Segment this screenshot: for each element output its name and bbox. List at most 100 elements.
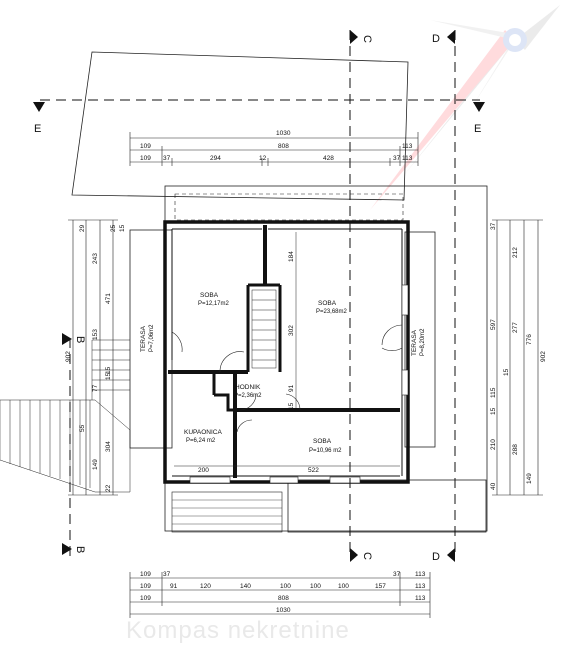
dim-top: 428 <box>323 155 334 162</box>
dim-left: 77 <box>92 384 99 392</box>
section-markers <box>33 30 485 562</box>
room-area: P=12,17m2 <box>198 301 230 307</box>
compass-rose-icon <box>370 5 560 210</box>
dim-right: 115 <box>490 387 497 398</box>
section-label-b-left-bottom: B <box>74 546 86 553</box>
staircase <box>251 289 277 369</box>
room-name: SOBA <box>313 438 332 445</box>
room-name: KUPAONICA <box>184 429 222 436</box>
room-name: SOBA <box>318 300 337 307</box>
balcony-bottom <box>287 479 487 533</box>
dim-top: 113 <box>402 155 413 162</box>
section-label-c-bottom: C <box>361 552 373 560</box>
room-area: P=10,96 m2 <box>309 448 342 454</box>
dim-bottom: 109 <box>140 583 151 590</box>
dim-interior: 302 <box>288 325 295 336</box>
dim-top: 37 <box>393 155 401 162</box>
section-label-c-top: C <box>361 35 373 43</box>
front-steps <box>171 491 283 533</box>
dim-left: 25 <box>110 224 117 232</box>
dim-top: 109 <box>140 155 151 162</box>
section-label-b-left-top: B <box>74 336 86 343</box>
dim-top: 109 <box>140 143 151 150</box>
room-area: P=2,36m2 <box>234 393 262 399</box>
dim-interior: 15 <box>288 402 295 410</box>
dim-bottom: 91 <box>170 583 178 590</box>
dim-interior: 200 <box>198 467 209 474</box>
dim-bottom: 140 <box>240 583 251 590</box>
dim-right: 288 <box>512 444 519 455</box>
dim-bottom: 100 <box>310 583 321 590</box>
terrace-name: TERASA <box>411 329 418 356</box>
dimension-lines-right <box>492 219 543 496</box>
dim-top: 808 <box>278 143 289 150</box>
terrace-right-outline <box>404 231 436 448</box>
dim-right: 210 <box>490 439 497 450</box>
dim-bottom: 109 <box>140 571 151 578</box>
room-area: P=23,68m2 <box>316 309 348 315</box>
dim-right: 15 <box>490 407 497 415</box>
dim-bottom: 113 <box>415 571 426 578</box>
room-name: SOBA <box>200 292 219 299</box>
exterior-stairs <box>0 339 131 493</box>
dim-left: 243 <box>92 253 99 264</box>
dim-bottom: 1030 <box>276 607 291 614</box>
dim-bottom: 113 <box>415 583 426 590</box>
dim-bottom: 37 <box>163 571 171 578</box>
dim-left: 55 <box>79 424 86 432</box>
dimension-lines-left <box>68 219 118 496</box>
dim-right: 15 <box>503 368 510 376</box>
terrace-area: P=7,06m2 <box>149 324 155 352</box>
dim-top: 12 <box>259 155 267 162</box>
dim-bottom: 157 <box>375 583 386 590</box>
dim-bottom: 100 <box>338 583 349 590</box>
dim-top: 37 <box>163 155 171 162</box>
dim-right: 597 <box>490 319 497 330</box>
dim-left: 471 <box>105 293 112 304</box>
room-area: P=6,24 m2 <box>186 438 216 444</box>
dim-right: 149 <box>526 473 533 484</box>
dimension-lines-bottom <box>129 572 431 618</box>
watermark: Kompas nekretnine <box>126 617 350 644</box>
dim-top: 294 <box>210 155 221 162</box>
dim-left: 149 <box>92 459 99 470</box>
dim-left: 15 <box>105 372 112 380</box>
dim-left: 15 <box>105 366 112 374</box>
section-label-e-left: E <box>34 123 41 135</box>
dim-left: 22 <box>105 484 112 492</box>
roof-outline <box>71 51 409 201</box>
terrace-name: TERASA <box>140 325 147 352</box>
dim-right: 40 <box>490 482 497 490</box>
dim-bottom: 808 <box>278 595 289 602</box>
dim-bottom: 100 <box>280 583 291 590</box>
dim-left: 15 <box>119 224 126 232</box>
door-swings <box>171 324 403 433</box>
section-lines <box>40 30 480 560</box>
dim-right: 212 <box>512 247 519 258</box>
section-label-e-right: E <box>474 123 481 135</box>
section-label-d-top: D <box>432 33 440 45</box>
roof-overhang-dashed <box>174 193 404 221</box>
interior-dims <box>174 232 400 467</box>
dim-left: 153 <box>92 329 99 340</box>
dim-top: 1030 <box>276 130 291 137</box>
windows <box>189 284 409 484</box>
dimension-lines-top <box>129 132 419 166</box>
dim-right: 277 <box>512 322 519 333</box>
dim-bottom: 113 <box>415 595 426 602</box>
dim-bottom: 120 <box>200 583 211 590</box>
dim-right: 902 <box>540 351 547 362</box>
dim-left: 902 <box>65 351 72 362</box>
dim-left: 304 <box>105 441 112 452</box>
terrace-area: P=8,20m2 <box>420 328 426 356</box>
room-name: HODNIK <box>235 384 261 391</box>
dim-bottom: 37 <box>393 571 401 578</box>
dim-top: 113 <box>402 143 413 150</box>
dim-interior: 522 <box>308 467 319 474</box>
dim-bottom: 109 <box>140 595 151 602</box>
room-labels: SOBA P=12,17m2 SOBA P=23,68m2 HODNIK P=2… <box>140 292 426 454</box>
dim-right: 37 <box>490 222 497 230</box>
dim-left: 29 <box>79 224 86 232</box>
dim-interior: 91 <box>288 384 295 392</box>
